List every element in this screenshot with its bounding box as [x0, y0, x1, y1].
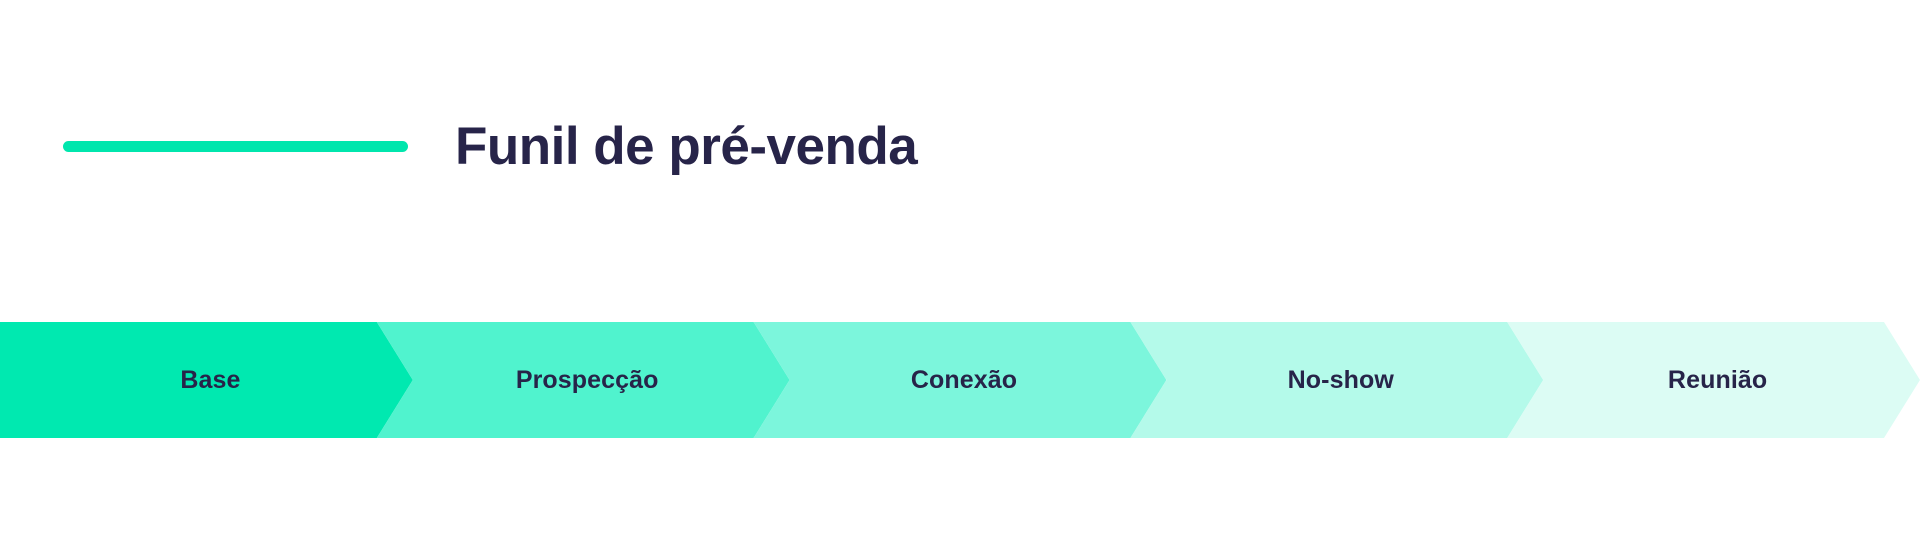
funnel-stage-label: Base	[180, 365, 241, 394]
funnel-stage-base[interactable]: Base	[0, 322, 413, 438]
page-title: Funil de pré-venda	[455, 116, 918, 176]
funnel-stage-no-show[interactable]: No-show	[1130, 322, 1543, 438]
funnel-stage-reuniao[interactable]: Reunião	[1507, 322, 1920, 438]
header: Funil de pré-venda	[0, 96, 1920, 196]
funnel-stage-label: No-show	[1287, 365, 1394, 394]
title-accent-bar	[63, 140, 408, 152]
funnel-stage-label: Prospecção	[515, 365, 659, 394]
funnel-stage-label: Reunião	[1667, 365, 1768, 394]
funnel-stage-conexao[interactable]: Conexão	[754, 322, 1167, 438]
funnel-stages: Base Prospecção Conexão No-show Reunião	[0, 322, 1920, 438]
funnel-stage-prospeccao[interactable]: Prospecção	[377, 322, 790, 438]
funnel-stage-label: Conexão	[910, 365, 1018, 394]
